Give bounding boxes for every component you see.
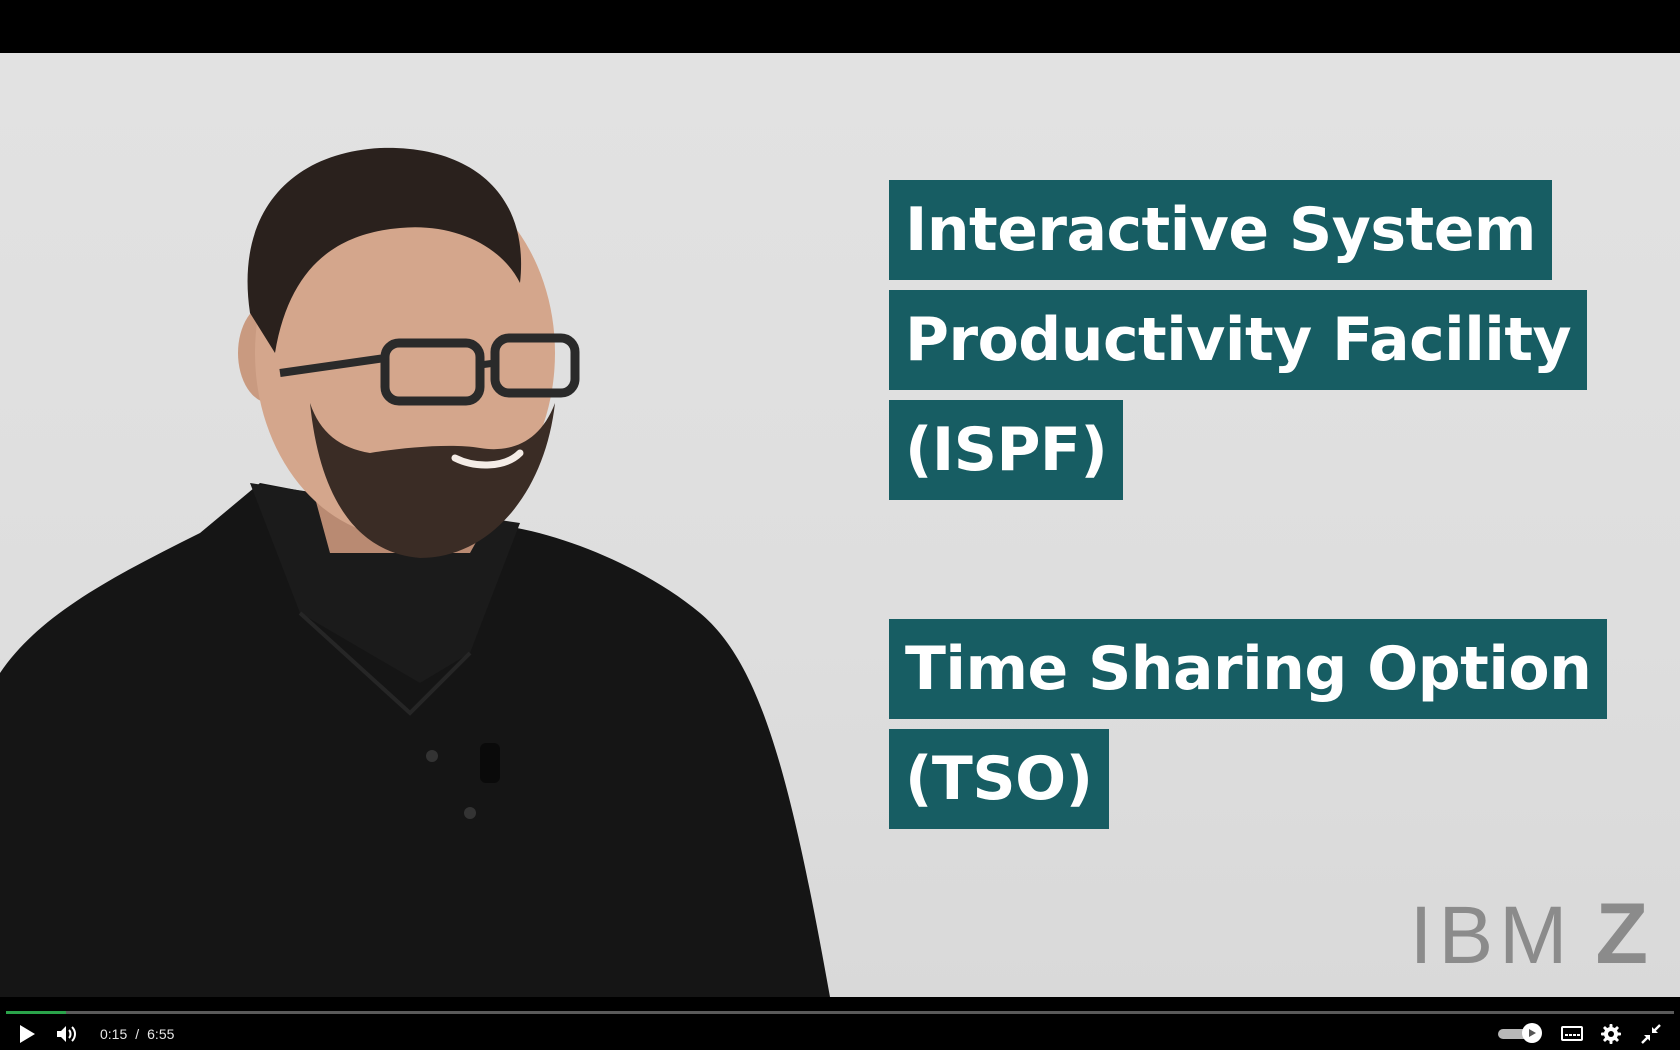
exit-fullscreen-button[interactable]	[1637, 1019, 1665, 1049]
play-icon	[20, 1025, 35, 1043]
autoplay-toggle[interactable]	[1498, 1023, 1542, 1043]
subtitles-icon	[1561, 1026, 1583, 1041]
caption-line: Time Sharing Option	[889, 619, 1608, 719]
current-time: 0:15	[100, 1026, 128, 1042]
subtitles-button[interactable]	[1558, 1019, 1586, 1049]
caption-group-tso: Time Sharing Option (TSO)	[889, 619, 1608, 839]
logo-z-text: Z	[1595, 886, 1648, 982]
caption-group-ispf: Interactive System Productivity Facility…	[889, 180, 1588, 510]
progress-bar[interactable]	[6, 1011, 1674, 1014]
volume-icon	[57, 1026, 76, 1042]
autoplay-knob	[1522, 1023, 1542, 1043]
caption-line: (ISPF)	[889, 400, 1124, 500]
autoplay-track	[1498, 1029, 1536, 1039]
volume-button[interactable]	[52, 1019, 82, 1049]
caption-line: Productivity Facility	[889, 290, 1588, 390]
time-display: 0:15 / 6:55	[100, 1019, 174, 1049]
logo-ibm-text: IBM	[1409, 890, 1574, 981]
play-icon	[1529, 1029, 1536, 1037]
time-separator: /	[135, 1026, 140, 1042]
gear-icon	[1601, 1024, 1621, 1044]
play-button[interactable]	[12, 1019, 42, 1049]
duration: 6:55	[147, 1026, 175, 1042]
player-controls: 0:15 / 6:55	[0, 997, 1680, 1050]
video-frame[interactable]: Interactive System Productivity Facility…	[0, 53, 1680, 997]
progress-fill	[6, 1011, 67, 1014]
settings-button[interactable]	[1597, 1019, 1625, 1049]
caption-line: (TSO)	[889, 729, 1109, 829]
exit-fullscreen-icon	[1641, 1024, 1661, 1044]
caption-line: Interactive System	[889, 180, 1552, 280]
speaker-image	[0, 147, 830, 997]
ibm-z-logo: IBM Z	[1410, 891, 1648, 977]
